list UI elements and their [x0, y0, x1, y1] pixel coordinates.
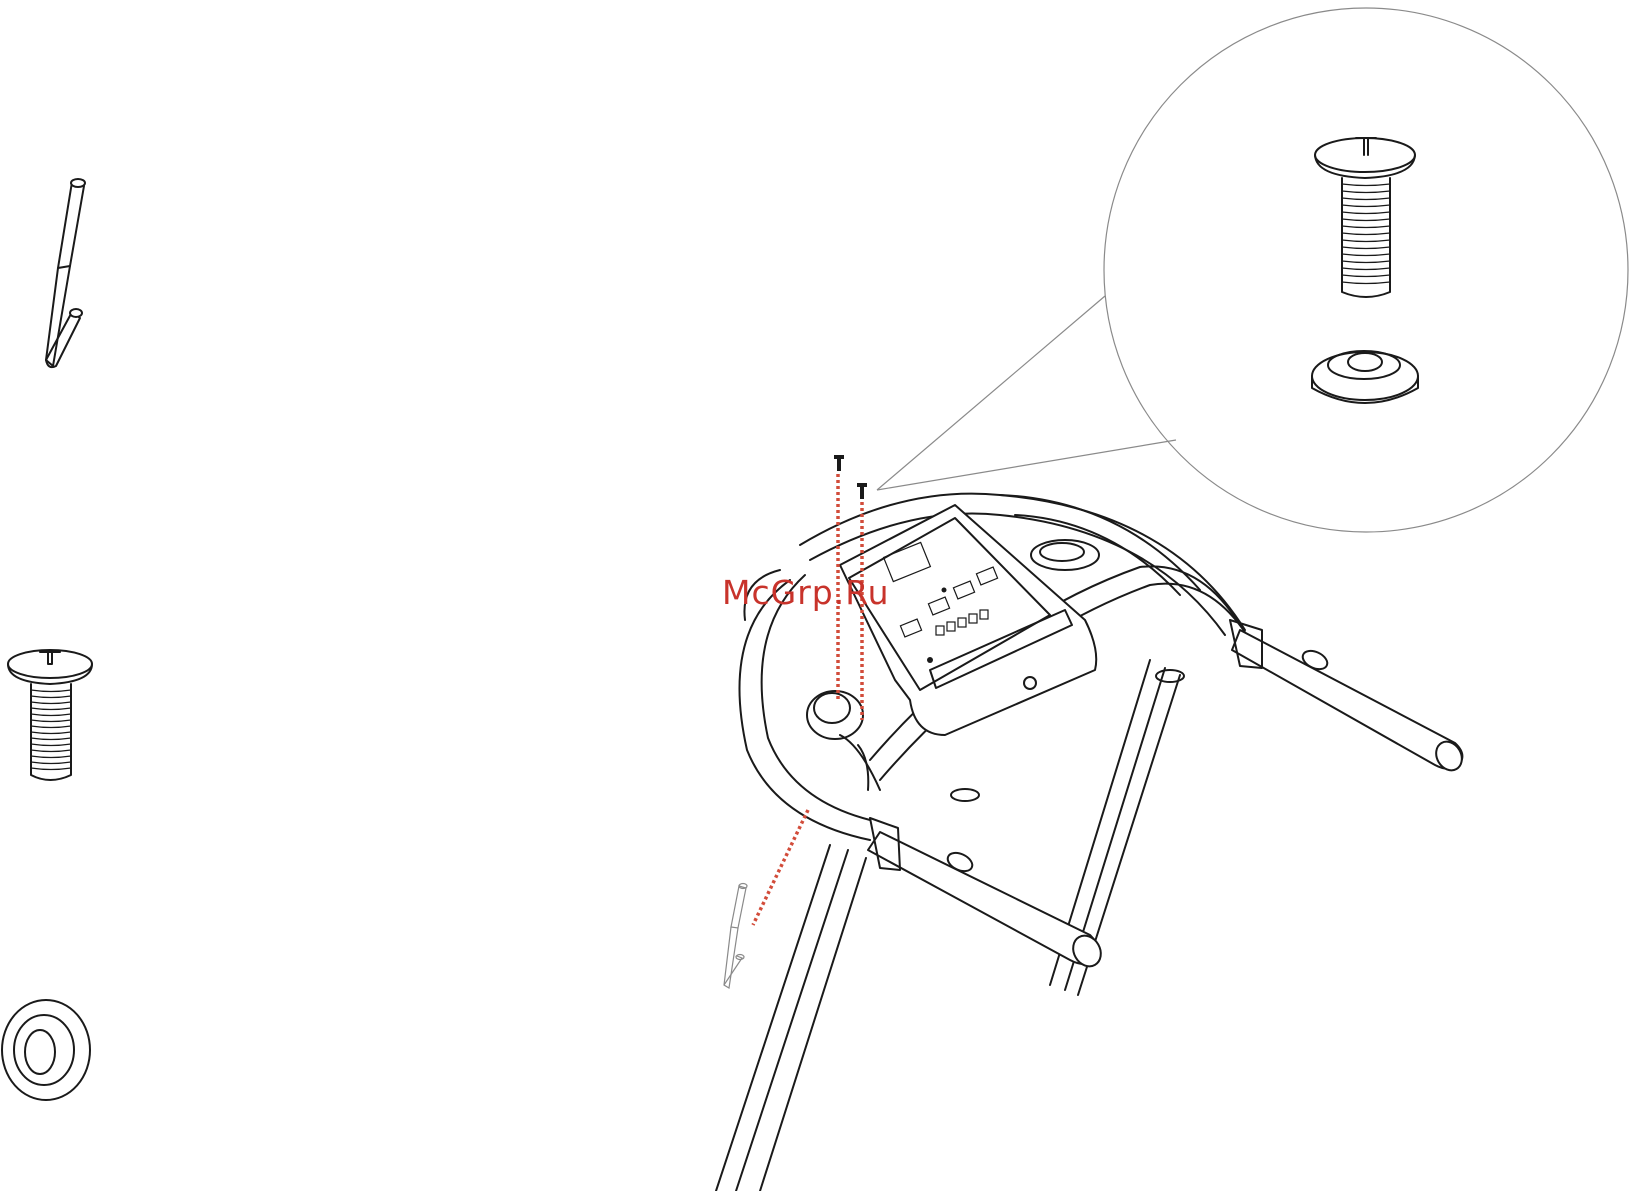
watermark: McGrp.Ru — [722, 573, 890, 612]
exploded-screw-right — [857, 483, 867, 499]
allen-key-part — [46, 179, 85, 367]
magnified-callout — [877, 8, 1628, 532]
washer-part — [2, 1000, 90, 1100]
callout-washer — [1312, 351, 1418, 403]
treadmill-uprights — [716, 660, 1180, 1191]
exploded-allen-key — [724, 884, 747, 989]
screw-part — [8, 650, 92, 780]
callout-screw — [1315, 138, 1415, 297]
exploded-screw-left — [834, 455, 844, 471]
